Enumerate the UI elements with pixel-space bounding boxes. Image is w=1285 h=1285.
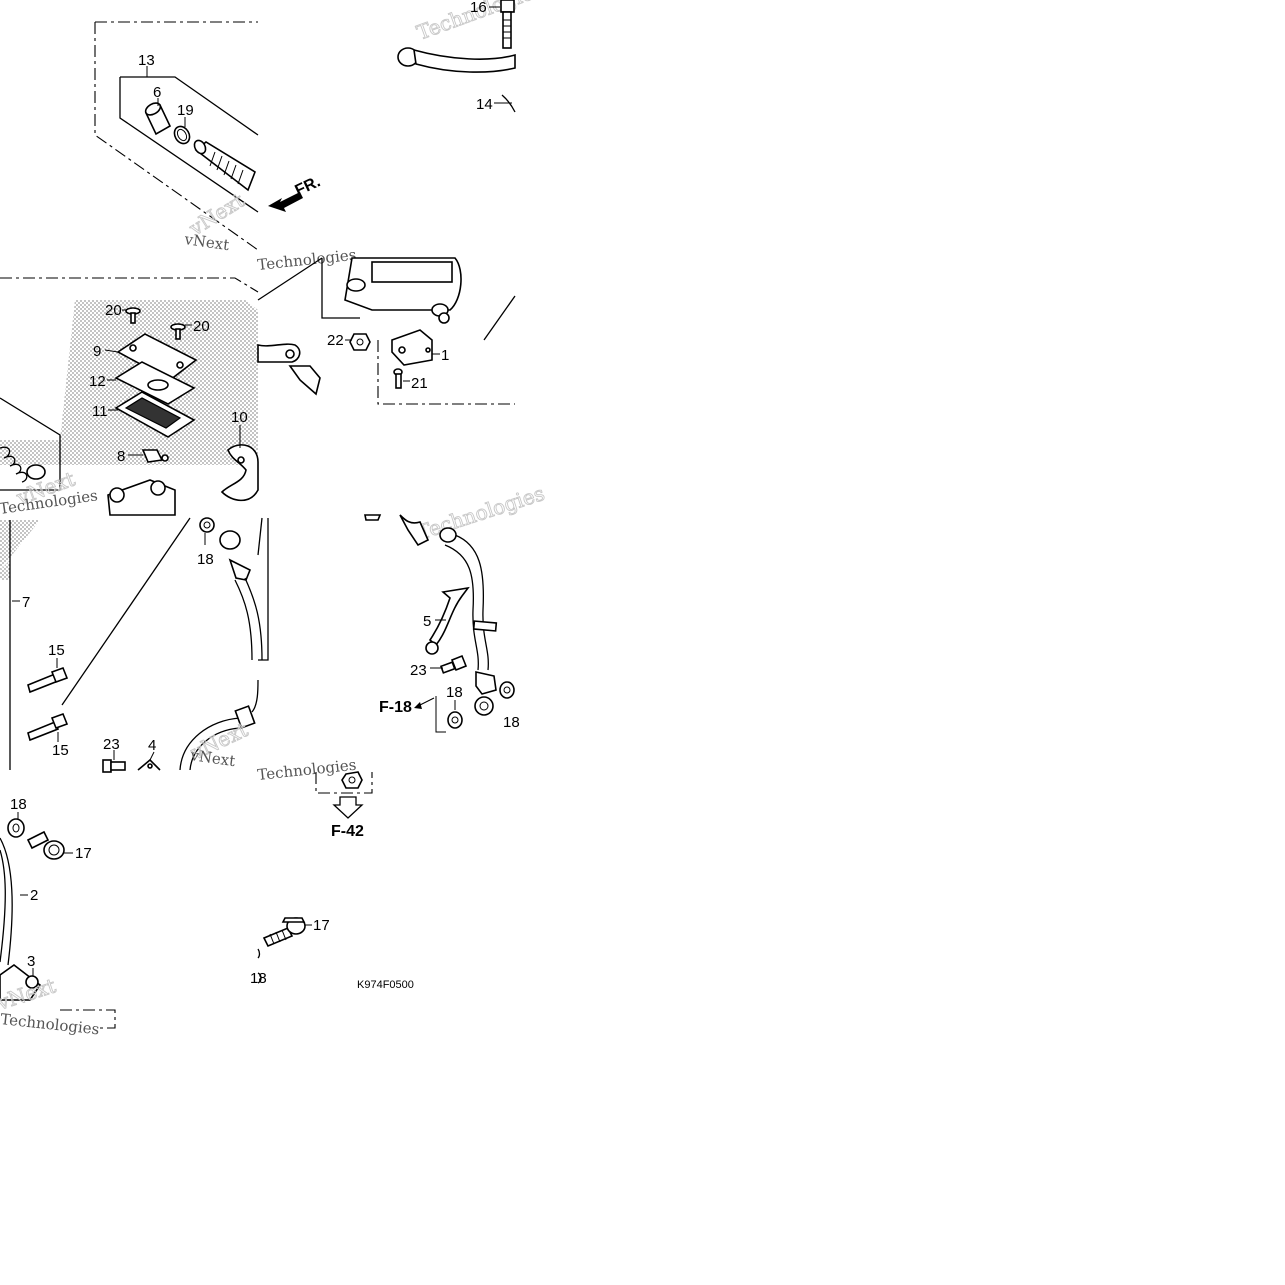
callout-piston-cup: 6 xyxy=(153,84,161,101)
callout-cap-screw-2: 20 xyxy=(193,318,210,335)
tile-bottom-left: vNext Technologies xyxy=(0,812,116,1038)
lower-hose-part xyxy=(0,837,13,966)
callout-lower-hose: 2 xyxy=(30,887,38,904)
master-cylinder-part xyxy=(344,257,462,324)
callout-master-cylinder: 7 xyxy=(22,594,30,611)
callout-nut: 22 xyxy=(327,332,344,349)
bracket-part xyxy=(137,758,161,771)
callout-caliper-fitting: 3 xyxy=(27,953,35,970)
piston-part xyxy=(193,139,256,192)
hose-fitting-part xyxy=(219,530,263,661)
watermark-company-5: Technologies xyxy=(0,1010,100,1038)
bottom-nut-part xyxy=(341,771,363,789)
callout-hose-washer: 18 xyxy=(446,684,463,701)
diaphragm-plate-part xyxy=(114,361,196,405)
callout-guide-bolt: 23 xyxy=(410,662,427,679)
callout-sealing-washer: 18 xyxy=(197,551,214,568)
callout-bracket: 4 xyxy=(148,737,156,754)
caliper-fitting-part xyxy=(0,964,42,1001)
callout-hose-washer-2: 18 xyxy=(503,714,520,731)
circlip-part xyxy=(173,125,191,145)
callout-cap-screw: 20 xyxy=(105,302,122,319)
callout-circlip: 19 xyxy=(177,102,194,119)
brake-hose-part xyxy=(439,527,498,716)
watermark-company-3: Technologies xyxy=(257,246,358,274)
callout-diaphragm-plate: 12 xyxy=(89,373,106,390)
screw-part-2 xyxy=(170,323,186,340)
callout-holder-bolt-2: 15 xyxy=(52,742,69,759)
diaphragm-part xyxy=(114,391,196,438)
callout-lower-washer: 18 xyxy=(250,970,267,987)
master-cylinder-body-part xyxy=(107,479,176,516)
lever-holder-part xyxy=(220,444,259,502)
tile-middle-center: Technologies xyxy=(257,246,516,405)
callout-diaphragm: 11 xyxy=(92,403,108,420)
callout-switch-screw: 21 xyxy=(411,375,428,392)
switch-screw-part xyxy=(393,368,403,389)
reference-f42-label: F-42 xyxy=(331,823,364,840)
float-part xyxy=(141,449,169,463)
callout-piston-set: 13 xyxy=(138,52,155,69)
callout-float: 8 xyxy=(117,448,125,465)
bolt-part-2 xyxy=(27,712,69,742)
piston-spring-part xyxy=(0,446,46,483)
callout-bracket-bolt: 23 xyxy=(103,736,120,753)
callout-reservoir-cap: 9 xyxy=(93,343,101,360)
sealing-washer-part xyxy=(199,517,215,533)
reference-f18-label: F-18 xyxy=(379,699,412,716)
tile-middle-left: vNext Technologies xyxy=(0,277,259,518)
hose-washer-part xyxy=(447,711,463,729)
watermark-brand-2: vNext xyxy=(182,230,230,254)
screw-part xyxy=(125,307,141,324)
watermark-company-4: Technologies xyxy=(414,481,547,545)
guide-bolt-part xyxy=(439,654,468,674)
front-direction-arrow: FR. xyxy=(268,173,323,212)
tile-bottom-center: Technologies xyxy=(257,756,373,984)
lever-stub-part xyxy=(257,343,321,396)
lever-pivot-bolt-part xyxy=(500,0,515,49)
hose-washer-part-2 xyxy=(499,681,515,699)
callout-lower-banjo-bolt: 17 xyxy=(313,917,330,934)
banjo-bolt-part xyxy=(26,830,65,860)
brake-lever-part xyxy=(397,47,516,113)
tile-lower-left: vNext vNext xyxy=(0,517,269,773)
front-direction-label: FR. xyxy=(293,173,324,199)
callout-brake-lever: 14 xyxy=(476,96,493,113)
tile-top-left: FR. vNext vNext xyxy=(94,21,323,254)
hose-clip-part xyxy=(364,514,430,547)
stop-switch-part xyxy=(391,329,433,366)
callout-caliper-washer: 18 xyxy=(10,796,27,813)
bracket-bolt-part xyxy=(102,759,126,773)
lower-banjo-bolt-part xyxy=(262,917,306,948)
watermark-brand-5: vNext xyxy=(188,746,236,770)
hose-guide-part xyxy=(425,586,470,655)
caliper-washer-part xyxy=(7,818,25,838)
callout-labels: 16 14 13 6 19 20 20 9 12 11 8 10 22 1 21… xyxy=(10,0,520,987)
tile-top-center: Technologies xyxy=(397,0,547,113)
callout-stop-switch: 1 xyxy=(441,347,449,364)
callout-lever-pivot-bolt: 16 xyxy=(470,0,487,16)
callout-holder-bolt: 15 xyxy=(48,642,65,659)
callout-lever-holder: 10 xyxy=(231,409,248,426)
drawing-code: K974F0500 xyxy=(357,979,414,991)
nut-part xyxy=(349,333,371,351)
callout-hose-guide: 5 xyxy=(423,613,431,630)
callout-banjo-bolt: 17 xyxy=(75,845,92,862)
bolt-part xyxy=(27,666,69,694)
piston-cup-part xyxy=(144,102,172,136)
reference-arrow-f42 xyxy=(332,796,364,819)
